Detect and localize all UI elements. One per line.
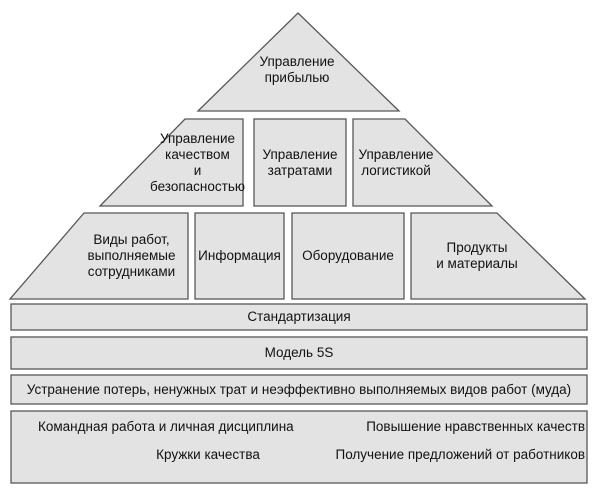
foundation-morale-label: Повышение нравственных качеств xyxy=(366,419,585,434)
quality-safety-label: Управление качеством и безопасностью xyxy=(150,130,245,194)
logistics-shape xyxy=(352,118,494,207)
foundation-suggestions-label: Получение предложений от работников xyxy=(335,447,585,462)
costs-shape xyxy=(253,118,347,207)
standardization-bar-label: Стандартизация xyxy=(247,309,351,324)
foundation-teamwork-label: Командная работа и личная дисциплина xyxy=(38,419,294,434)
products-materials-shape xyxy=(410,212,587,300)
equipment-label: Оборудование xyxy=(302,248,394,263)
work-types-label: Виды работ, выполняемые сотрудниками xyxy=(87,232,176,279)
products-materials-label: Продукты и материалы xyxy=(436,240,518,271)
information-shape xyxy=(194,212,285,300)
information-label: Информация xyxy=(198,248,281,263)
work-types-shape xyxy=(8,212,189,300)
muda-bar-shape xyxy=(10,374,588,405)
muda-bar-label: Устранение потерь, ненужных трат и неэфф… xyxy=(26,381,572,397)
standardization-bar-shape xyxy=(10,303,588,331)
foundation-quality-circles-label: Кружки качества xyxy=(156,447,260,462)
5s-bar-shape xyxy=(10,336,588,370)
quality-safety-shape xyxy=(98,118,244,207)
equipment-shape xyxy=(291,212,405,300)
costs-label: Управление затратами xyxy=(262,146,338,178)
foundation-box-shape xyxy=(10,410,588,484)
profit-triangle-label: Управление прибылью xyxy=(259,54,335,85)
profit-triangle-shape xyxy=(196,12,401,112)
logistics-label: Управление логистикой xyxy=(358,146,434,178)
5s-bar-label: Модель 5S xyxy=(264,345,334,360)
